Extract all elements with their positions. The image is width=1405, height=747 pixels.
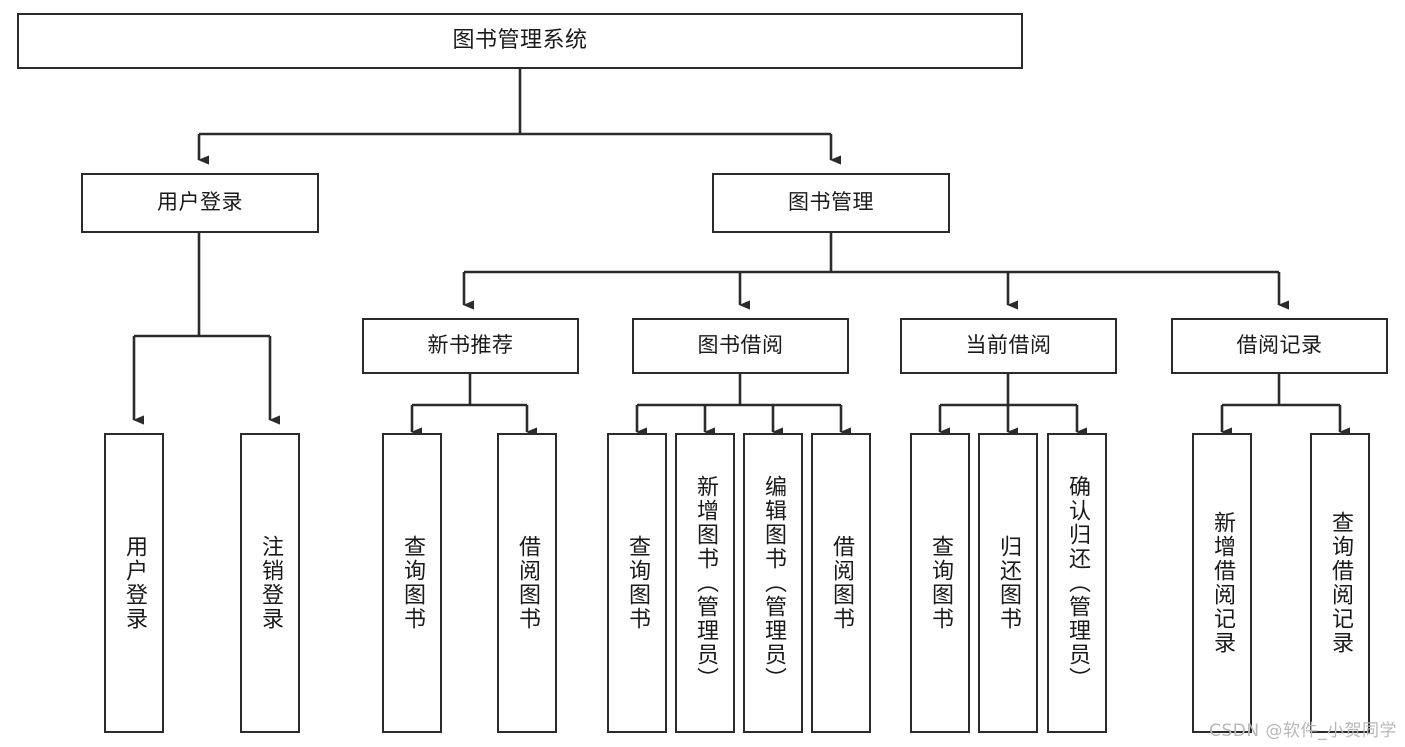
- leaf-return-book[interactable]: 归还图书: [978, 433, 1038, 733]
- node-book-management[interactable]: 图书管理: [712, 173, 950, 233]
- leaf-logout[interactable]: 注销登录: [240, 433, 300, 733]
- node-label: 借阅图书: [515, 535, 540, 631]
- node-label: 注销登录: [258, 535, 283, 631]
- node-label: 当前借阅: [965, 333, 1052, 358]
- node-label: 图书管理: [788, 190, 874, 215]
- node-label: 确认归还（管理员）: [1065, 475, 1090, 691]
- node-label: 用户登录: [122, 535, 147, 631]
- node-user-login[interactable]: 用户登录: [81, 173, 319, 233]
- node-label: 新书推荐: [427, 333, 514, 358]
- watermark: CSDN @软件_小贺同学: [1209, 721, 1397, 741]
- node-label: 查询图书: [928, 535, 953, 631]
- node-label: 借阅记录: [1236, 333, 1323, 358]
- leaf-query-borrow-record[interactable]: 查询借阅记录: [1310, 433, 1370, 733]
- node-label: 用户登录: [157, 190, 243, 215]
- node-label: 编辑图书（管理员）: [761, 475, 786, 691]
- node-book-borrow[interactable]: 图书借阅: [632, 318, 849, 374]
- node-new-book-recommend[interactable]: 新书推荐: [362, 318, 579, 374]
- node-label: 查询图书: [400, 535, 425, 631]
- leaf-query-book-borrow[interactable]: 查询图书: [607, 433, 667, 733]
- node-label: 查询图书: [625, 535, 650, 631]
- leaf-add-book-admin[interactable]: 新增图书（管理员）: [675, 433, 735, 733]
- leaf-query-book-recommend[interactable]: 查询图书: [382, 433, 442, 733]
- leaf-confirm-return-admin[interactable]: 确认归还（管理员）: [1047, 433, 1107, 733]
- leaf-edit-book-admin[interactable]: 编辑图书（管理员）: [743, 433, 803, 733]
- node-label: 新增图书（管理员）: [693, 475, 718, 691]
- node-current-borrow[interactable]: 当前借阅: [900, 318, 1117, 374]
- leaf-add-borrow-record[interactable]: 新增借阅记录: [1192, 433, 1252, 733]
- node-label: 新增借阅记录: [1210, 511, 1235, 655]
- node-label: 图书借阅: [697, 333, 784, 358]
- leaf-borrow-book[interactable]: 借阅图书: [811, 433, 871, 733]
- node-label: 归还图书: [996, 535, 1021, 631]
- node-root-system[interactable]: 图书管理系统: [17, 13, 1023, 69]
- node-label: 图书管理系统: [452, 27, 588, 53]
- node-label: 查询借阅记录: [1328, 511, 1353, 655]
- node-label: 借阅图书: [829, 535, 854, 631]
- node-borrow-record[interactable]: 借阅记录: [1171, 318, 1388, 374]
- leaf-user-login[interactable]: 用户登录: [104, 433, 164, 733]
- leaf-borrow-book-recommend[interactable]: 借阅图书: [497, 433, 557, 733]
- leaf-query-book-current[interactable]: 查询图书: [910, 433, 970, 733]
